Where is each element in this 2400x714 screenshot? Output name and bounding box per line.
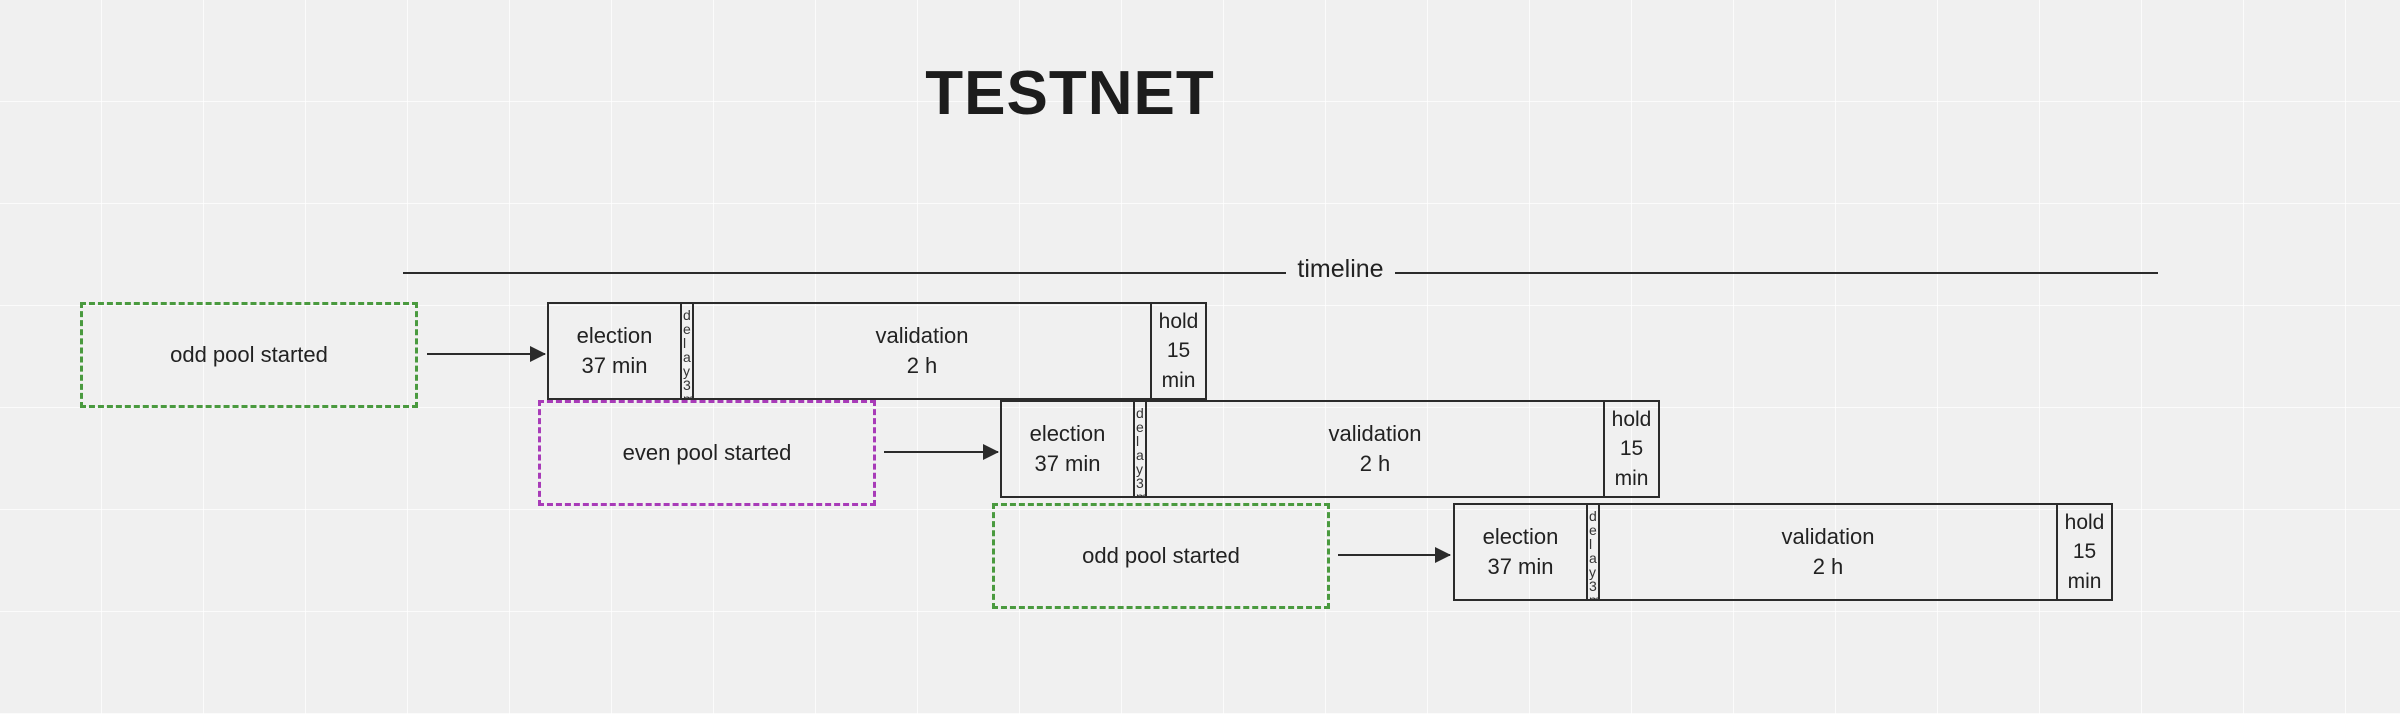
- stage-name: validation: [1328, 421, 1422, 447]
- stage-delay-text: delay: [1589, 508, 1597, 580]
- stage-name: validation: [1781, 524, 1875, 550]
- stage-name: validation: [875, 323, 969, 349]
- trigger-label: odd pool started: [170, 342, 328, 367]
- arrow-trigger-to-election-1: [427, 346, 546, 362]
- stage-name: election: [1029, 421, 1106, 447]
- stage-box-election-2[interactable]: election 37 min: [1000, 400, 1135, 498]
- stage-duration: 37 min: [581, 353, 648, 378]
- stage-box-election-1[interactable]: election 37 min: [547, 302, 682, 400]
- stage-box-validation-3[interactable]: validation 2 h: [1598, 503, 2058, 601]
- stage-box-validation-2[interactable]: validation 2 h: [1145, 400, 1605, 498]
- timeline-axis: timeline: [0, 255, 2400, 291]
- page-title-text: TESTNET: [925, 59, 1215, 128]
- stage-box-hold-2[interactable]: hold 15 min: [1603, 400, 1660, 498]
- trigger-label: even pool started: [622, 440, 792, 465]
- stage-delay-duration: 3 min: [1589, 578, 1600, 601]
- stage-duration-value: 15: [2072, 540, 2097, 564]
- trigger-box-odd-pool-started-3[interactable]: odd pool started: [992, 503, 1330, 609]
- stage-duration: 2 h: [1359, 451, 1391, 476]
- stage-duration: 37 min: [1487, 554, 1554, 579]
- stage-duration-value: 15: [1166, 339, 1191, 363]
- arrow-trigger-to-election-2: [884, 444, 999, 460]
- page-title: TESTNET: [0, 58, 2400, 129]
- stage-name: election: [576, 323, 653, 349]
- timeline-label: timeline: [1297, 255, 1384, 283]
- stage-name: hold: [1158, 309, 1199, 333]
- stage-delay-text: delay: [683, 307, 691, 379]
- stage-name: hold: [1611, 407, 1652, 431]
- stage-box-validation-1[interactable]: validation 2 h: [692, 302, 1152, 400]
- trigger-box-odd-pool-started-1[interactable]: odd pool started: [80, 302, 418, 408]
- stage-name: hold: [2064, 510, 2105, 534]
- stage-delay-duration: 3 min: [683, 377, 694, 400]
- timeline-line-left: [403, 272, 1286, 274]
- stage-box-election-3[interactable]: election 37 min: [1453, 503, 1588, 601]
- stage-box-hold-3[interactable]: hold 15 min: [2056, 503, 2113, 601]
- trigger-label: odd pool started: [1082, 543, 1240, 568]
- timeline-line-right: [1395, 272, 2158, 274]
- trigger-box-even-pool-started-2[interactable]: even pool started: [538, 400, 876, 506]
- stage-delay-duration: 3 min: [1136, 475, 1147, 498]
- stage-duration: 37 min: [1034, 451, 1101, 476]
- stage-duration: 2 h: [1812, 554, 1844, 579]
- arrow-trigger-to-election-3: [1338, 547, 1451, 563]
- stage-delay-text: delay: [1136, 405, 1144, 477]
- stage-duration-unit: min: [1614, 466, 1649, 490]
- stage-duration-unit: min: [1161, 368, 1196, 392]
- stage-duration-unit: min: [2067, 569, 2102, 593]
- stage-duration-value: 15: [1619, 437, 1644, 461]
- stage-duration: 2 h: [906, 353, 938, 378]
- stage-name: election: [1482, 524, 1559, 550]
- stage-box-hold-1[interactable]: hold 15 min: [1150, 302, 1207, 400]
